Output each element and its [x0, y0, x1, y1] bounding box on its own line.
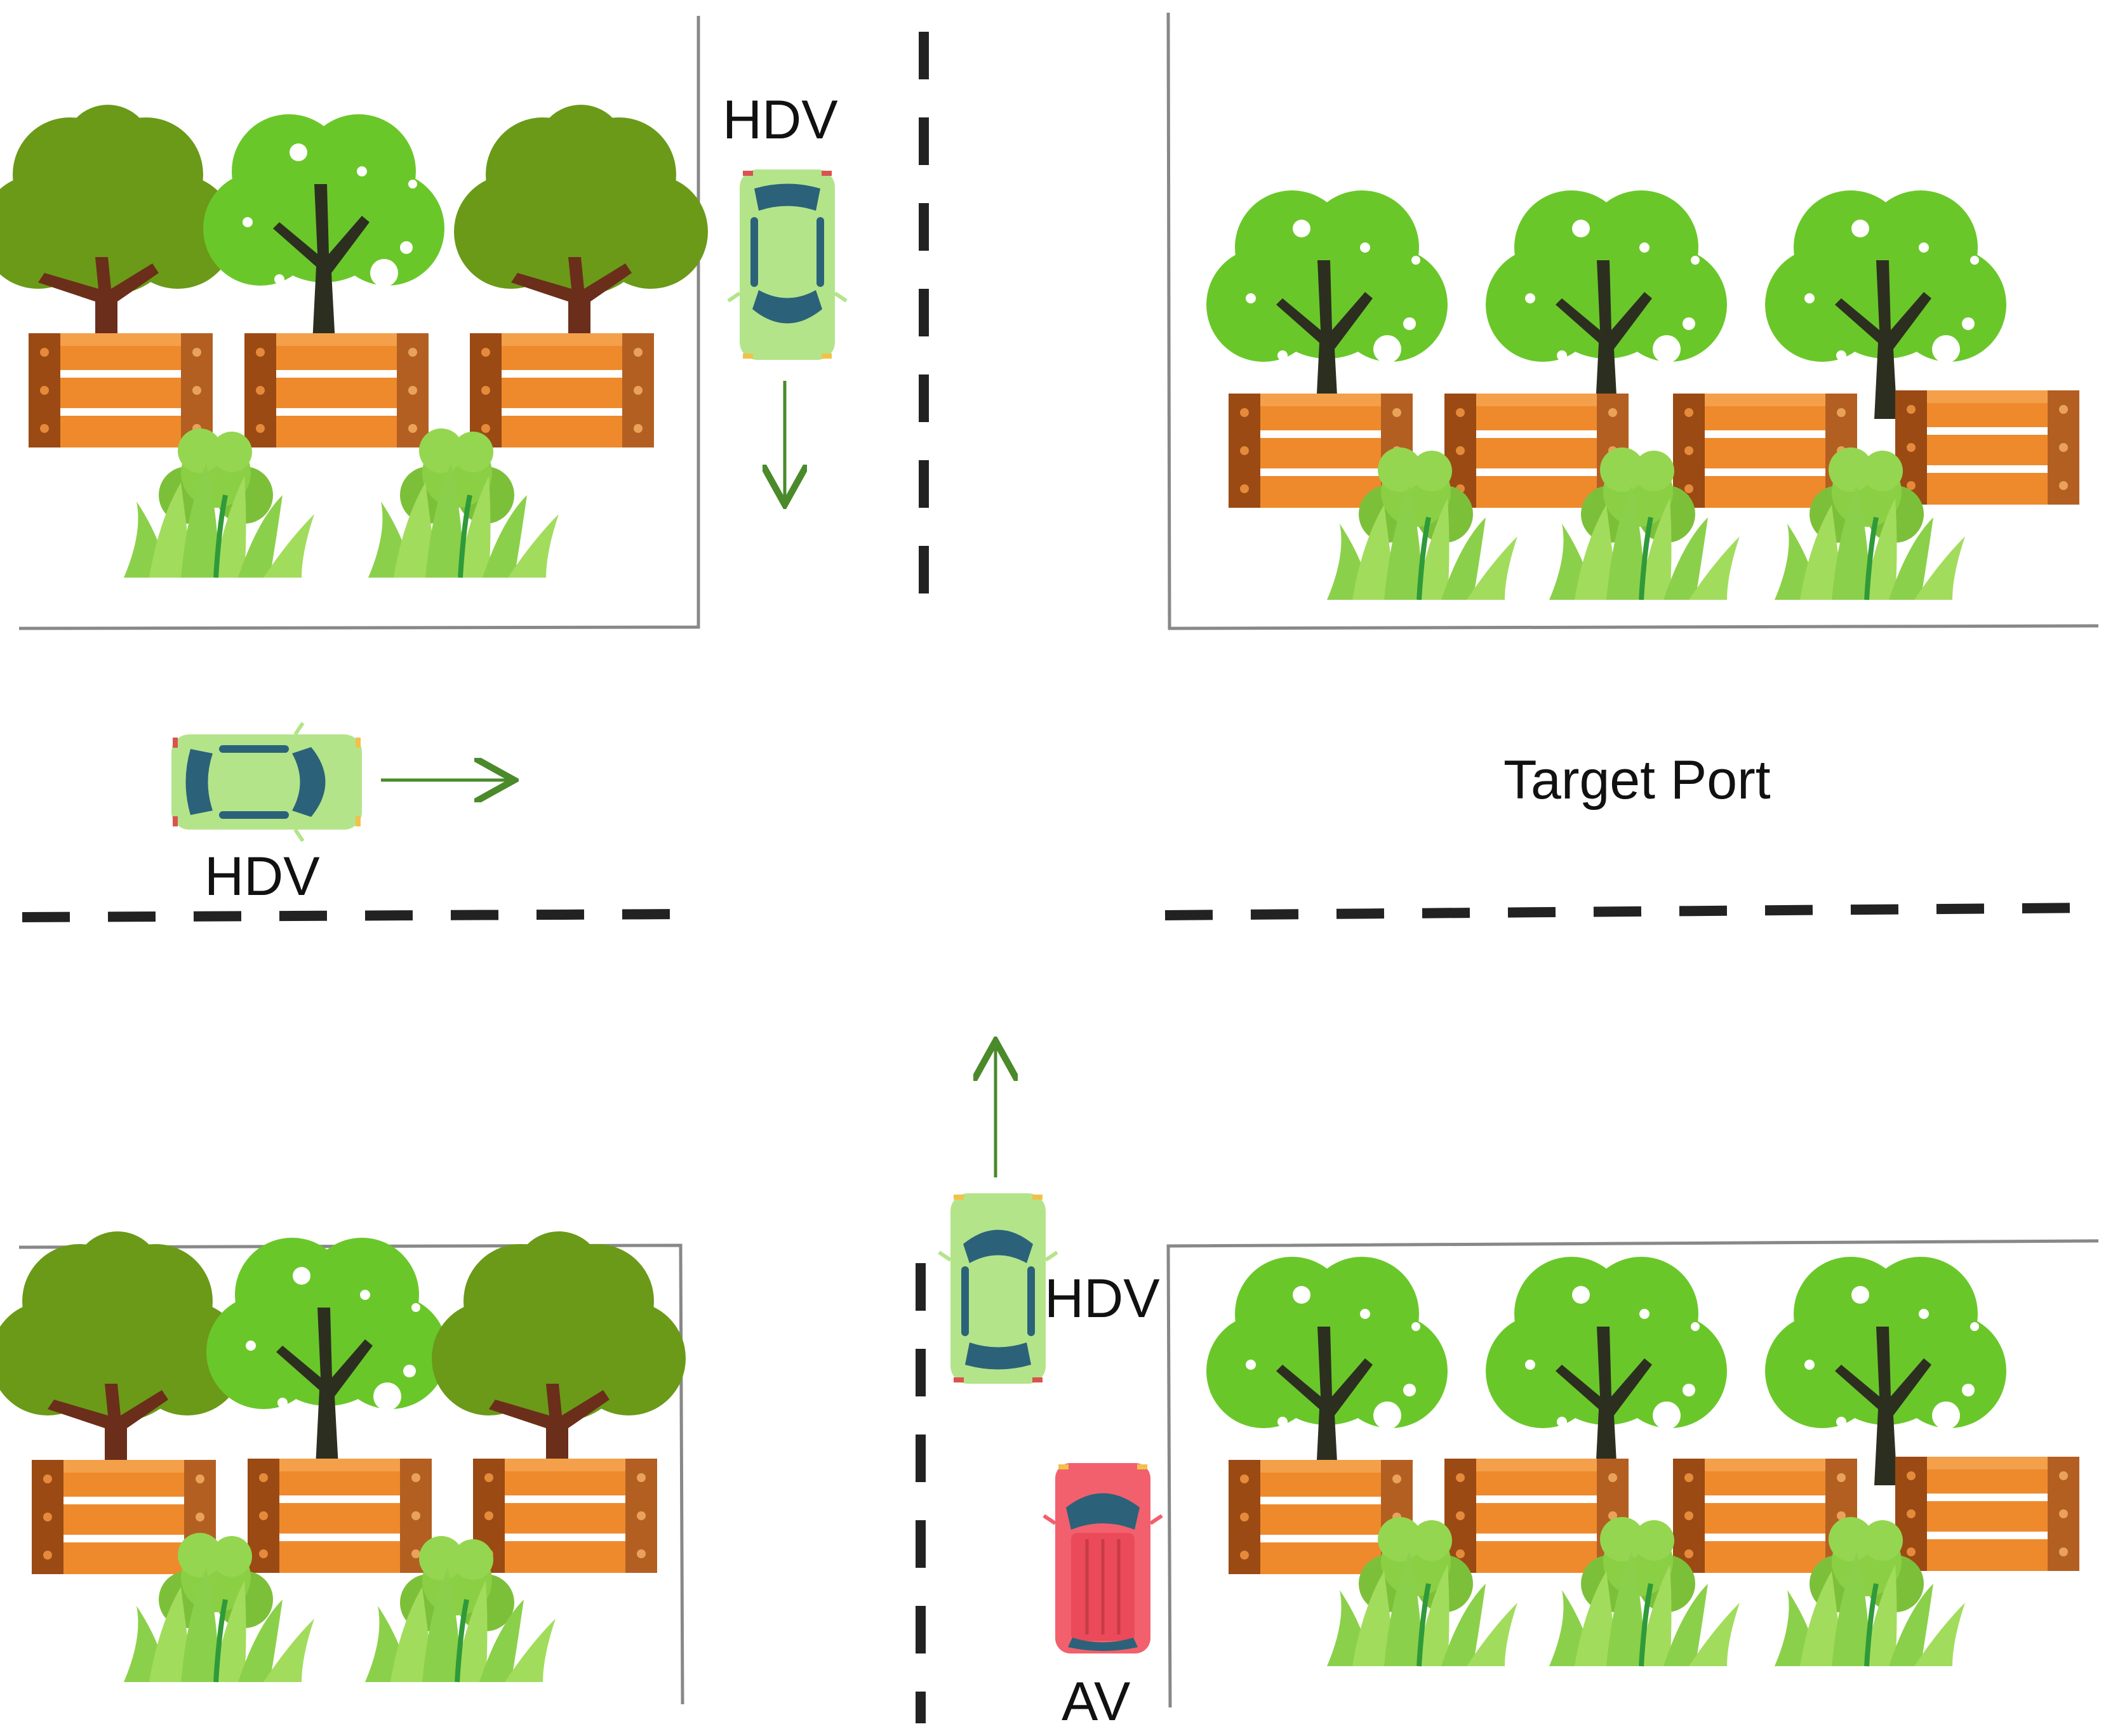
tree-icon	[1765, 190, 2006, 419]
fence-icon	[1673, 1459, 1857, 1573]
fence-icon	[1444, 1459, 1629, 1573]
block-borders	[18, 12, 2099, 1708]
car-topview-icon	[939, 1193, 1057, 1384]
hdv-west-label: HDV	[204, 846, 320, 907]
tree-icon	[1765, 1257, 2006, 1485]
block-se-scenery	[1206, 1257, 2079, 1666]
lane-east-dashes	[1164, 903, 2099, 920]
tree-icon	[432, 1231, 686, 1466]
car-topview-icon	[171, 723, 362, 841]
block-ne-border	[1166, 12, 2099, 630]
vehicle-hdv-south: HDV	[939, 1041, 1160, 1384]
tree-icon	[1206, 1257, 1448, 1485]
tree-icon	[0, 105, 235, 340]
fence-icon	[248, 1459, 432, 1573]
fence-icon	[1895, 390, 2079, 505]
tree-icon	[1206, 190, 1448, 419]
lane-markings	[22, 32, 2099, 1723]
hdv-north-label: HDV	[723, 89, 838, 150]
fence-icon	[29, 333, 213, 447]
vehicle-av: AV	[1044, 1463, 1162, 1732]
tree-icon	[206, 1238, 448, 1466]
block-sw-border	[18, 1243, 684, 1705]
block-nw-scenery	[0, 105, 708, 578]
tree-icon	[203, 114, 444, 343]
fence-icon	[1895, 1457, 2079, 1571]
av-label: AV	[1062, 1671, 1130, 1732]
lane-west-dashes	[22, 909, 693, 922]
vehicle-hdv-north: HDV	[723, 89, 846, 505]
tree-icon	[1486, 190, 1727, 419]
fence-icon	[473, 1459, 657, 1573]
fence-icon	[244, 333, 429, 447]
target-port-label: Target Port	[1503, 750, 1771, 811]
fence-icon	[470, 333, 654, 447]
block-ne-scenery	[1206, 190, 2079, 600]
car-topview-icon	[1044, 1463, 1162, 1653]
car-topview-icon	[728, 169, 846, 360]
tree-icon	[1486, 1257, 1727, 1485]
hdv-south-label: HDV	[1044, 1268, 1160, 1329]
tree-icon	[454, 105, 708, 340]
block-se-border	[1166, 1239, 2099, 1708]
block-sw-scenery	[0, 1231, 686, 1682]
vehicle-hdv-west: HDV	[171, 723, 514, 907]
